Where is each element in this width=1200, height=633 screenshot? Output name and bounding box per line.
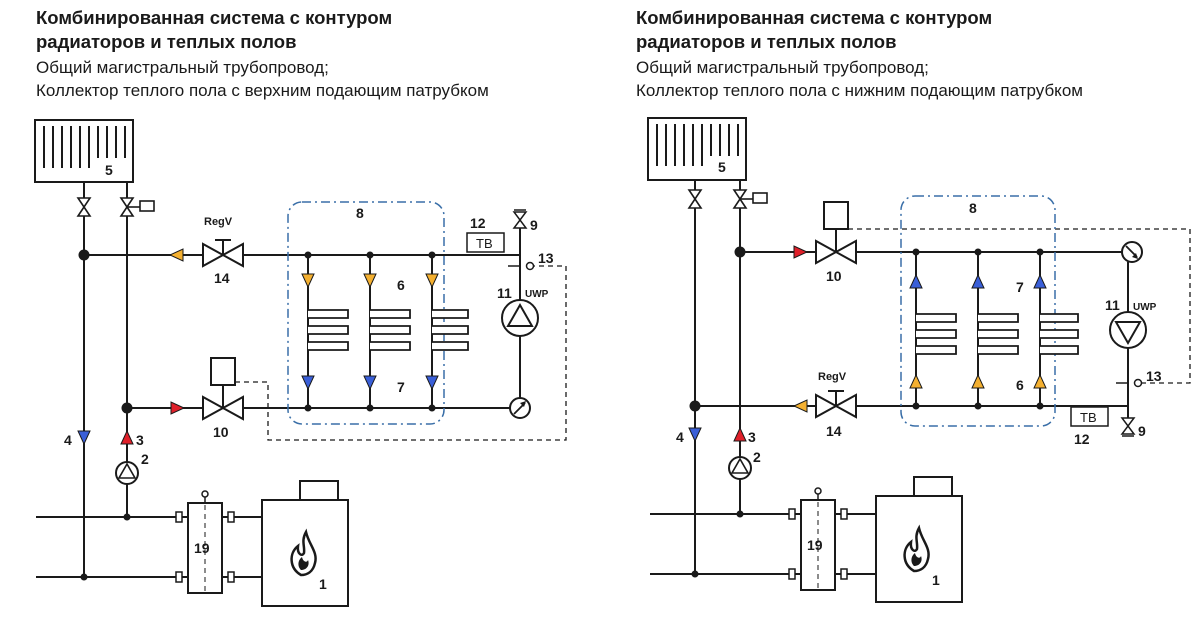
label-separator: 19 [194, 540, 210, 556]
label-supply-arrow: 3 [748, 429, 756, 445]
gas-boiler: 1 [875, 476, 963, 603]
label-return-arrow: 4 [676, 429, 684, 445]
label-uwp: UWP [525, 289, 549, 300]
label-air-vent: 9 [1138, 423, 1146, 439]
label-collector: 8 [356, 205, 364, 221]
label-mixing-valve: 10 [213, 424, 229, 440]
label-radiator: 5 [105, 162, 113, 178]
panel-title: Комбинированная система с контуром радиа… [636, 6, 992, 54]
label-thermostat-number: 12 [470, 215, 486, 231]
label-separator: 19 [807, 537, 823, 553]
label-sensor: 13 [538, 250, 554, 266]
label-boiler: 1 [932, 572, 940, 588]
supply-arrow-icon [120, 429, 134, 445]
air-vent-icon [512, 209, 528, 240]
balancing-valve-icon: RegV 14 [202, 216, 244, 286]
uwp-pump-icon [1109, 311, 1147, 349]
valve-actuator [823, 201, 849, 230]
label-loops-top: 7 [1016, 279, 1024, 295]
mixing-valve-icon: 10 [815, 201, 857, 284]
title-line-1: Комбинированная система с контуром [636, 7, 993, 28]
label-mixing-valve: 10 [826, 268, 842, 284]
label-thermostat: ТВ [476, 236, 493, 251]
subtitle-line-1: Общий магистральный трубопровод; [36, 58, 329, 77]
supply-arrow-icon [733, 426, 747, 442]
label-pump-uwp: 11 [1105, 297, 1120, 313]
diagram-panel-top-feed: Комбинированная система с контуром радиа… [34, 6, 567, 607]
circulation-pump-icon: 2 [728, 449, 761, 480]
valve-actuator [210, 357, 236, 386]
return-arrow-icon [688, 427, 702, 443]
pressure-gauge-icon [1121, 241, 1143, 263]
flow-arrow-icon [793, 245, 809, 259]
gas-boiler: 1 [261, 480, 349, 607]
label-loops-top: 6 [397, 277, 405, 293]
collector-frame [287, 201, 445, 425]
floor-loops [307, 294, 469, 376]
label-return-arrow: 4 [64, 432, 72, 448]
return-arrow-icon [77, 430, 91, 446]
label-regv: RegV [818, 371, 847, 383]
label-collector: 8 [969, 200, 977, 216]
control-wiring [235, 265, 567, 441]
flow-arrow-icon [792, 399, 808, 413]
label-pump-main: 2 [753, 449, 761, 465]
heating-schematic: 5 4 3 2 [34, 119, 567, 607]
thermostat-box [1070, 406, 1109, 427]
label-supply-arrow: 3 [136, 432, 144, 448]
floor-loops [915, 294, 1079, 372]
flame-icon [290, 528, 317, 577]
temperature-sensor-icon [525, 261, 535, 271]
label-uwp: UWP [1133, 302, 1157, 313]
radiator: 5 [34, 119, 134, 183]
air-vent-icon [1120, 406, 1136, 437]
label-air-vent: 9 [530, 217, 538, 233]
radiator-return-valve-icon [687, 189, 703, 209]
label-loops-bottom: 7 [397, 379, 405, 395]
control-wiring [848, 228, 1191, 384]
label-thermostat-number: 12 [1074, 431, 1090, 447]
temperature-sensor-icon [1133, 378, 1143, 388]
label-loops-bottom: 6 [1016, 377, 1024, 393]
uwp-pump-icon [501, 299, 539, 337]
flow-arrow-icon [168, 248, 184, 262]
circulation-pump-icon: 2 [115, 451, 149, 485]
label-radiator: 5 [718, 159, 726, 175]
mixing-valve-icon: 10 [202, 357, 244, 440]
flame-icon [903, 524, 930, 573]
radiator-thermostatic-valve-icon [732, 189, 768, 209]
radiator-return-valve-icon [76, 197, 92, 217]
label-pump-main: 2 [141, 451, 149, 467]
panel-title: Комбинированная система с контуром радиа… [36, 6, 392, 54]
pressure-gauge-icon [509, 397, 531, 419]
label-sensor: 13 [1146, 368, 1162, 384]
collector-frame [900, 195, 1056, 427]
subtitle-line-1: Общий магистральный трубопровод; [636, 58, 929, 77]
diagram-panel-bottom-feed: Комбинированная система с контуром радиа… [600, 0, 1200, 633]
label-valve-regv: 14 [214, 270, 230, 286]
label-thermostat: ТВ [1080, 410, 1097, 425]
label-valve-regv: 14 [826, 423, 842, 439]
hydraulic-separator: 19 [175, 490, 235, 594]
label-regv: RegV [204, 216, 233, 228]
title-line-2: радиаторов и теплых полов [636, 31, 897, 52]
label-boiler: 1 [319, 576, 327, 592]
hydraulic-separator: 19 [788, 487, 848, 591]
title-line-2: радиаторов и теплых полов [36, 31, 297, 52]
thermostat-box [466, 232, 505, 253]
radiator-thermostatic-valve-icon [119, 197, 155, 217]
balancing-valve-icon: RegV 14 [815, 371, 857, 439]
subtitle-line-2: Коллектор теплого пола с верхним подающи… [36, 81, 489, 100]
flow-arrow-icon [170, 401, 186, 415]
heating-schematic: 5 4 3 2 [647, 117, 1191, 603]
radiator: 5 [647, 117, 747, 181]
subtitle-line-2: Коллектор теплого пола с нижним подающим… [636, 81, 1083, 100]
label-pump-uwp: 11 [497, 285, 512, 301]
title-line-1: Комбинированная система с контуром [36, 7, 393, 28]
